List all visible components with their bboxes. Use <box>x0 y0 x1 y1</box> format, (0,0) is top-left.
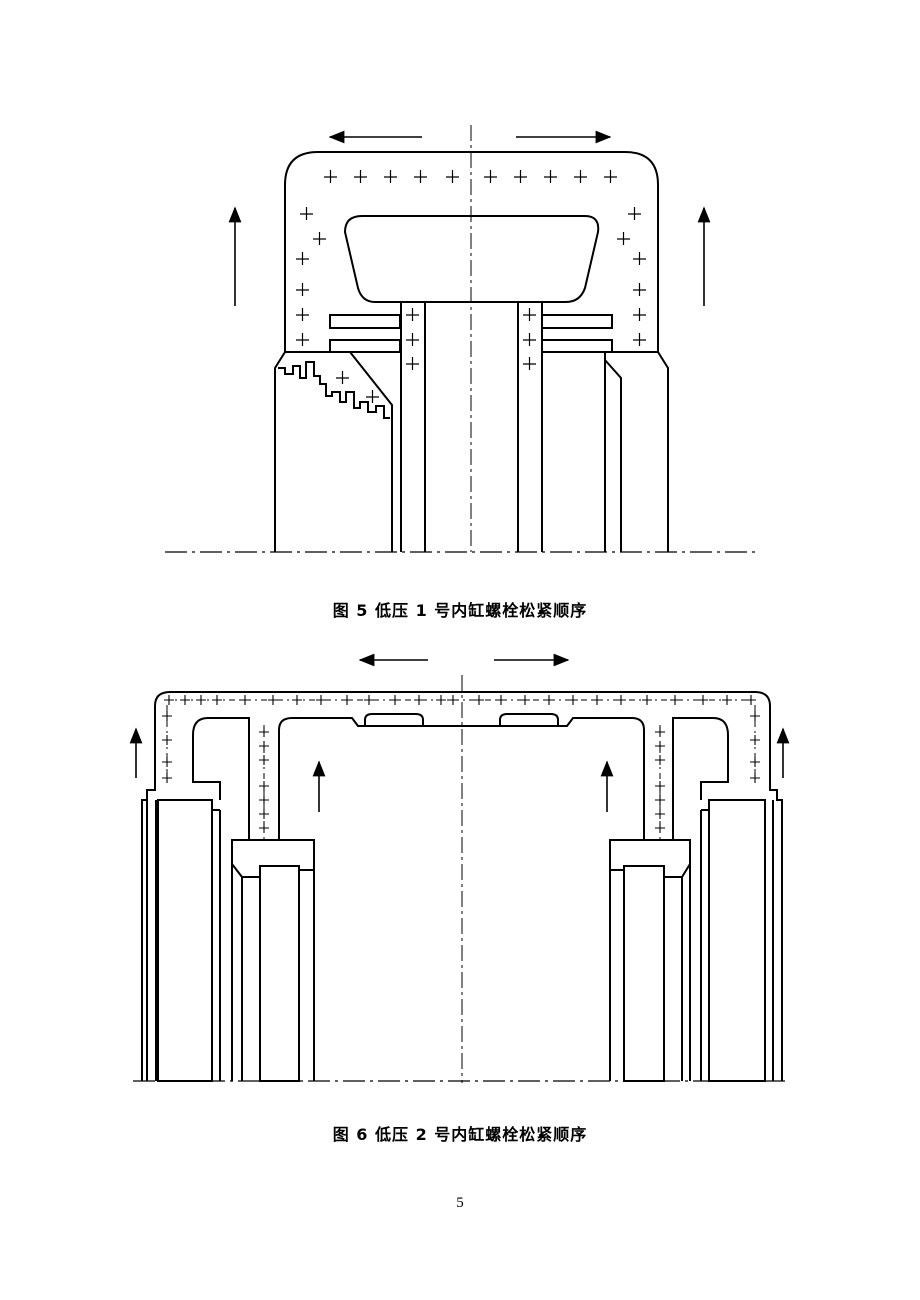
page-number: 5 <box>456 1195 464 1211</box>
inner-window <box>345 216 598 302</box>
outer-cover <box>285 152 658 352</box>
figure-5-drawing <box>0 0 920 600</box>
figure-6-caption: 图 6 低压 2 号内缸螺栓松紧顺序 <box>332 1125 588 1144</box>
figure-6-drawing <box>129 653 790 1100</box>
figure-5-caption: 图 5 低压 1 号内缸螺栓松紧顺序 <box>332 601 588 620</box>
